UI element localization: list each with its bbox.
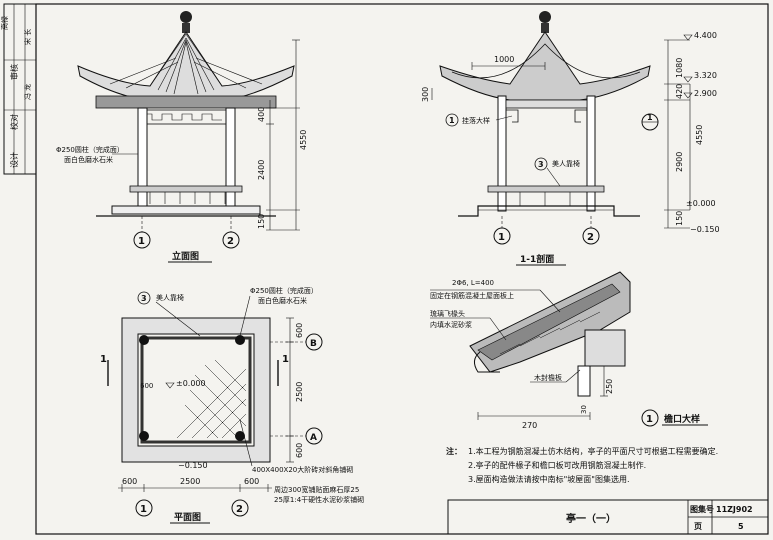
note-2: 2.亭子的配件椽子和檐口板可改用钢筋混凝土制作. (468, 460, 646, 470)
elevation-column-note-2: 面白色磨水石米 (64, 155, 113, 164)
sheet-title: 亭一（一） (566, 512, 616, 525)
page-value: 5 (738, 522, 744, 531)
section-dim-2900: 2900 (675, 152, 684, 172)
section-elev-2900: 2.900 (694, 89, 717, 98)
side-signature-3: 冯 龙 (23, 84, 32, 100)
elevation-column-right (225, 107, 236, 211)
section-seat-index: 3 (538, 160, 544, 169)
plan-axis-B: B (310, 339, 317, 349)
elevation-title: 立面图 (172, 250, 199, 262)
plan-hdim-2500: 2500 (180, 477, 200, 486)
elevation-dim-150: 150 (257, 214, 266, 229)
elevation-axis-2-label: 2 (227, 236, 234, 247)
plan-column-4 (235, 431, 245, 441)
side-row-3: 设计 (9, 152, 19, 168)
side-row-1: 审核 (9, 64, 19, 80)
plan-column-2 (235, 335, 245, 345)
plan-seat-label: 美人靠椅 (156, 293, 184, 302)
plan-level: ±0.000 (176, 379, 206, 388)
section-elev-0000: ±0.000 (686, 199, 716, 208)
eave-detail-view: 2Φ6, L=400 固定在钢筋混凝土屋面板上 琉璃飞椽头 内填水泥砂浆 木封檐… (430, 271, 708, 430)
notes-prefix: 注： (446, 446, 462, 456)
signature-block: 审核 校对 设计 高禄 宋 长 冯 龙 (0, 3, 37, 175)
plan-axis-1: 1 (140, 504, 147, 515)
eave-note-1: 固定在钢筋混凝土屋面板上 (430, 291, 514, 300)
plan-edge-note-1: 周边300宽铺贴面麻石厚25 (274, 485, 359, 494)
elevation-dim-2400: 2400 (257, 160, 266, 180)
eave-index: 1 (646, 414, 653, 425)
eave-board: 木封檐板 (534, 373, 562, 382)
section-seat-label: 美人靠椅 (552, 159, 580, 168)
section-title: 1-1剖面 (520, 253, 554, 265)
finial (180, 11, 192, 23)
plan-column-note-2: 面白色磨水石米 (258, 296, 307, 305)
atlas-label: 图集号 (690, 504, 714, 514)
eave-dim-250: 250 (605, 379, 614, 394)
plan-column-1 (139, 335, 149, 345)
section-elev-4400: 4.400 (694, 31, 717, 40)
plan-title: 平面图 (174, 512, 201, 523)
atlas-value: 11ZJ902 (716, 505, 753, 514)
section-beam-label: 挂落大样 (462, 116, 490, 125)
plan-vdim-600b: 600 (295, 443, 304, 458)
elevation-axis-2-bubble (222, 231, 240, 249)
title-block: 亭一（一） 图集号 11ZJ902 页 5 (447, 499, 769, 535)
elevation-dim-400: 400 (257, 107, 266, 122)
elevation-axis-1-bubble (133, 231, 151, 249)
plan-cut-right: 1 (282, 354, 289, 365)
section-axis-2-label: 2 (587, 232, 594, 243)
section-dim-300: 300 (421, 87, 430, 102)
section-detail-index: 1 (647, 113, 653, 122)
plan-vdim-600a: 600 (295, 323, 304, 338)
eave-dim-270: 270 (522, 421, 537, 430)
plan-vdim-2500: 2500 (295, 382, 304, 402)
plan-level-2: −0.150 (178, 461, 208, 470)
plan-column-note-1: Φ250圆柱（完成面） (250, 286, 318, 295)
eave-note-3: 内填水泥砂浆 (430, 320, 472, 329)
plan-axis-2: 2 (236, 504, 243, 515)
elevation-dim-4550: 4550 (299, 130, 308, 150)
plan-hdim-600b: 600 (244, 477, 259, 486)
side-signature-2: 宋 长 (23, 29, 32, 45)
plan-seat-index: 3 (141, 294, 147, 303)
eave-title: 檐口大样 (664, 413, 700, 425)
elevation-column-left (137, 107, 148, 211)
eave-note-2: 琉璃飞椽头 (430, 309, 465, 318)
note-3: 3.屋面构造做法请按中南标"坡屋面"图集选用. (468, 474, 630, 484)
section-elev-m0150: −0.150 (690, 225, 720, 234)
plan-axis-A: A (310, 433, 317, 443)
section-elev-3320: 3.320 (694, 71, 717, 80)
eave-rebar: 2Φ6, L=400 (452, 279, 494, 287)
note-1: 1.本工程为钢筋混凝土仿木结构，亭子的平面尺寸可根据工程需要确定. (468, 446, 718, 456)
plan-inner-dim: 600 (140, 382, 153, 390)
section-dim-150: 150 (675, 211, 684, 226)
section-dim-1000: 1000 (494, 55, 514, 64)
page-label: 页 (694, 522, 702, 531)
plan-column-3 (139, 431, 149, 441)
sheet-border (35, 3, 769, 535)
side-signature-1: 高禄 (0, 16, 9, 30)
eave-dim-30: 30 (580, 405, 588, 414)
plan-cut-left: 1 (100, 354, 107, 365)
section-axis-1-label: 1 (498, 232, 505, 243)
plan-edge-note-2: 25厚1:4干硬性水泥砂浆铺砌 (274, 495, 364, 504)
section-dim-4550: 4550 (695, 125, 704, 145)
plan-hdim-600a: 600 (122, 477, 137, 486)
elevation-view: 1 2 立面图 Φ250圆柱（完成面） 面白色磨水石米 400 2400 455… (56, 11, 308, 263)
section-dim-1080: 1080 (675, 58, 684, 78)
section-dim-420: 420 (675, 84, 684, 99)
elevation-column-note-1: Φ250圆柱（完成面） (56, 145, 124, 154)
section-beam-index: 1 (449, 116, 455, 125)
notes-block: 注： 1.本工程为钢筋混凝土仿木结构，亭子的平面尺寸可根据工程需要确定. 2.亭… (446, 446, 718, 484)
elevation-axis-1-label: 1 (138, 236, 145, 247)
side-row-2: 校对 (9, 114, 19, 130)
section-view: 1 2 1-1剖面 1 挂落大样 3 美人靠椅 1 1000 300 1080 … (421, 11, 720, 266)
plan-view: 3 美人靠椅 Φ250圆柱（完成面） 面白色磨水石米 ±0.000 600 −0… (100, 286, 364, 524)
plan-floor-note: 400X400X20大阶砖对斜角铺砌 (252, 465, 353, 474)
